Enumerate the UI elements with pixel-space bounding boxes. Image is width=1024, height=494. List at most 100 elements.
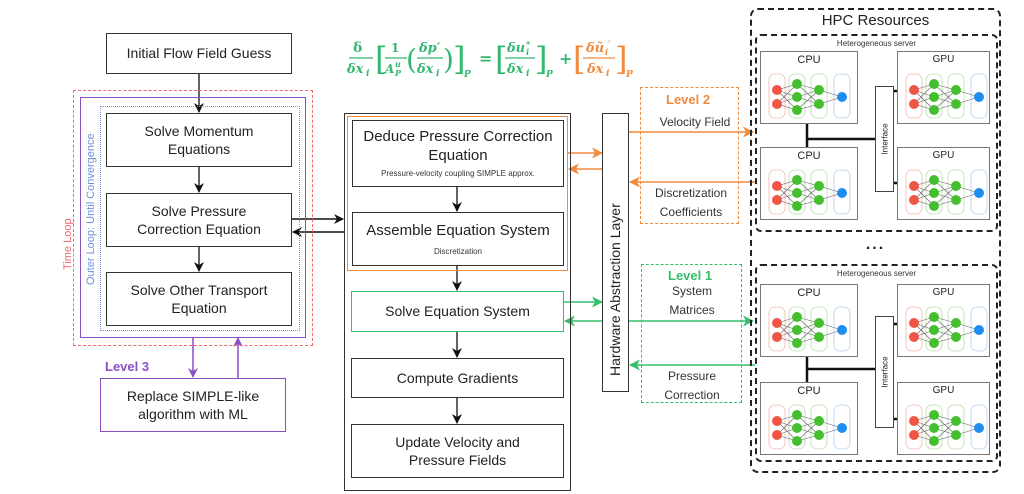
nn-layer-frame: [970, 169, 988, 215]
svg-text:[: [: [573, 40, 585, 78]
nn-node: [909, 85, 919, 95]
nn-node: [929, 188, 939, 198]
nn-node: [772, 181, 782, 191]
deduce-pressure-correction-box: Deduce Pressure Correction Equation Pres…: [352, 120, 564, 187]
time-loop-frame: [73, 90, 313, 346]
nn-node: [929, 325, 939, 335]
hpc-resources-title: HPC Resources: [821, 12, 930, 29]
nn-layer-frame: [810, 73, 828, 119]
svg-text:]: ]: [453, 40, 465, 78]
solve-momentum-box: Solve Momentum Equations: [106, 113, 292, 167]
level1-label: Level 1: [668, 268, 713, 283]
nn-layer-frame: [788, 169, 806, 215]
nn-node: [837, 92, 847, 102]
neural-network-icon: [905, 306, 988, 352]
nn-node: [792, 79, 802, 89]
nn-node: [792, 188, 802, 198]
nn-node: [951, 99, 961, 109]
nn-node: [792, 423, 802, 433]
nn-node: [792, 105, 802, 115]
server-1-cpu-a: CPU: [760, 51, 858, 124]
nn-node: [772, 85, 782, 95]
svg-text:]: ]: [615, 40, 627, 78]
heterogeneous-server-2: Heterogeneous server CPU GPU CPU GPU Int…: [755, 264, 998, 462]
solve-transport-line2: Equation: [171, 300, 227, 316]
nn-layer-frame: [925, 404, 943, 450]
nn-node: [792, 436, 802, 446]
nn-node: [814, 99, 824, 109]
outer-loop-label: Outer Loop: Until Convergence: [85, 133, 97, 285]
hardware-abstraction-layer: Hardware Abstraction Layer: [602, 113, 629, 392]
update-line2: Pressure Fields: [408, 452, 507, 468]
svg-text:i: i: [526, 69, 530, 79]
server-1-gpu-a: GPU: [897, 51, 990, 124]
neural-network-icon: [768, 169, 851, 215]
svg-text:δũ: δũ: [585, 41, 604, 56]
nn-node: [814, 85, 824, 95]
nn-layer-frame: [810, 404, 828, 450]
nn-node: [929, 175, 939, 185]
pressure-correction-label: Pressure Correction: [637, 367, 747, 405]
unit-label: CPU: [797, 54, 821, 66]
server-2-title: Heterogeneous server: [836, 269, 917, 278]
assemble-subtitle: Discretization: [433, 246, 482, 256]
svg-text:δx: δx: [416, 62, 434, 77]
nn-node: [909, 332, 919, 342]
nn-layer-frame: [925, 306, 943, 352]
svg-text:P: P: [545, 70, 553, 80]
assemble-equation-system-box: Assemble Equation System Discretization: [352, 212, 564, 266]
nn-layer-frame: [970, 404, 988, 450]
velocity-field-label: Velocity Field: [659, 115, 731, 129]
deduce-line2: Equation: [428, 146, 488, 164]
nn-node: [814, 430, 824, 440]
initial-flow-field-guess-label: Initial Flow Field Guess: [126, 45, 272, 62]
solve-pressure-line2: Correction Equation: [137, 221, 261, 237]
outer-loop-frame: [100, 106, 300, 331]
nn-layer-frame: [788, 404, 806, 450]
nn-node: [909, 416, 919, 426]
neural-network-icon: [905, 169, 988, 215]
nn-node: [837, 325, 847, 335]
svg-text:δ: δ: [353, 40, 362, 56]
neural-network-icon: [768, 73, 851, 119]
neural-network-icon: [905, 404, 988, 450]
svg-text:*: *: [526, 39, 531, 49]
nn-node: [792, 175, 802, 185]
hpc-resources-frame: [750, 8, 1001, 473]
level2-label: Level 2: [666, 92, 711, 107]
svg-text:i: i: [605, 47, 608, 57]
svg-text:δx: δx: [586, 62, 604, 77]
system-matrices-line2: Matrices: [669, 303, 715, 318]
nn-node: [951, 430, 961, 440]
nn-node: [792, 410, 802, 420]
nn-node: [909, 181, 919, 191]
unit-label: GPU: [932, 54, 955, 65]
unit-label: GPU: [932, 150, 955, 161]
nn-node: [772, 195, 782, 205]
nn-node: [929, 436, 939, 446]
discretization-line2: Coefficients: [659, 205, 723, 220]
server-2-interface: Interface: [875, 316, 894, 428]
nn-node: [929, 201, 939, 211]
server-1-cpu-b: CPU: [760, 147, 858, 220]
solve-momentum-line2: Equations: [167, 141, 231, 157]
solve-other-transport-box: Solve Other Transport Equation: [106, 272, 292, 326]
svg-text:=: =: [479, 49, 492, 68]
nn-layer-frame: [947, 306, 965, 352]
svg-text:δx: δx: [506, 62, 524, 77]
nn-layer-frame: [810, 169, 828, 215]
svg-text:): ): [443, 43, 454, 76]
solve-momentum-line1: Solve Momentum: [144, 122, 254, 139]
solve-pressure-correction-box: Solve Pressure Correction Equation: [106, 193, 292, 247]
unit-label: CPU: [797, 385, 821, 397]
server-2-cpu-a: CPU: [760, 284, 858, 357]
level3-loop-frame: [80, 97, 306, 338]
nn-node: [951, 416, 961, 426]
svg-text:δp′: δp′: [418, 41, 441, 56]
nn-node: [974, 92, 984, 102]
nn-layer-frame: [810, 306, 828, 352]
svg-text:P: P: [625, 70, 633, 80]
nn-layer-frame: [788, 306, 806, 352]
